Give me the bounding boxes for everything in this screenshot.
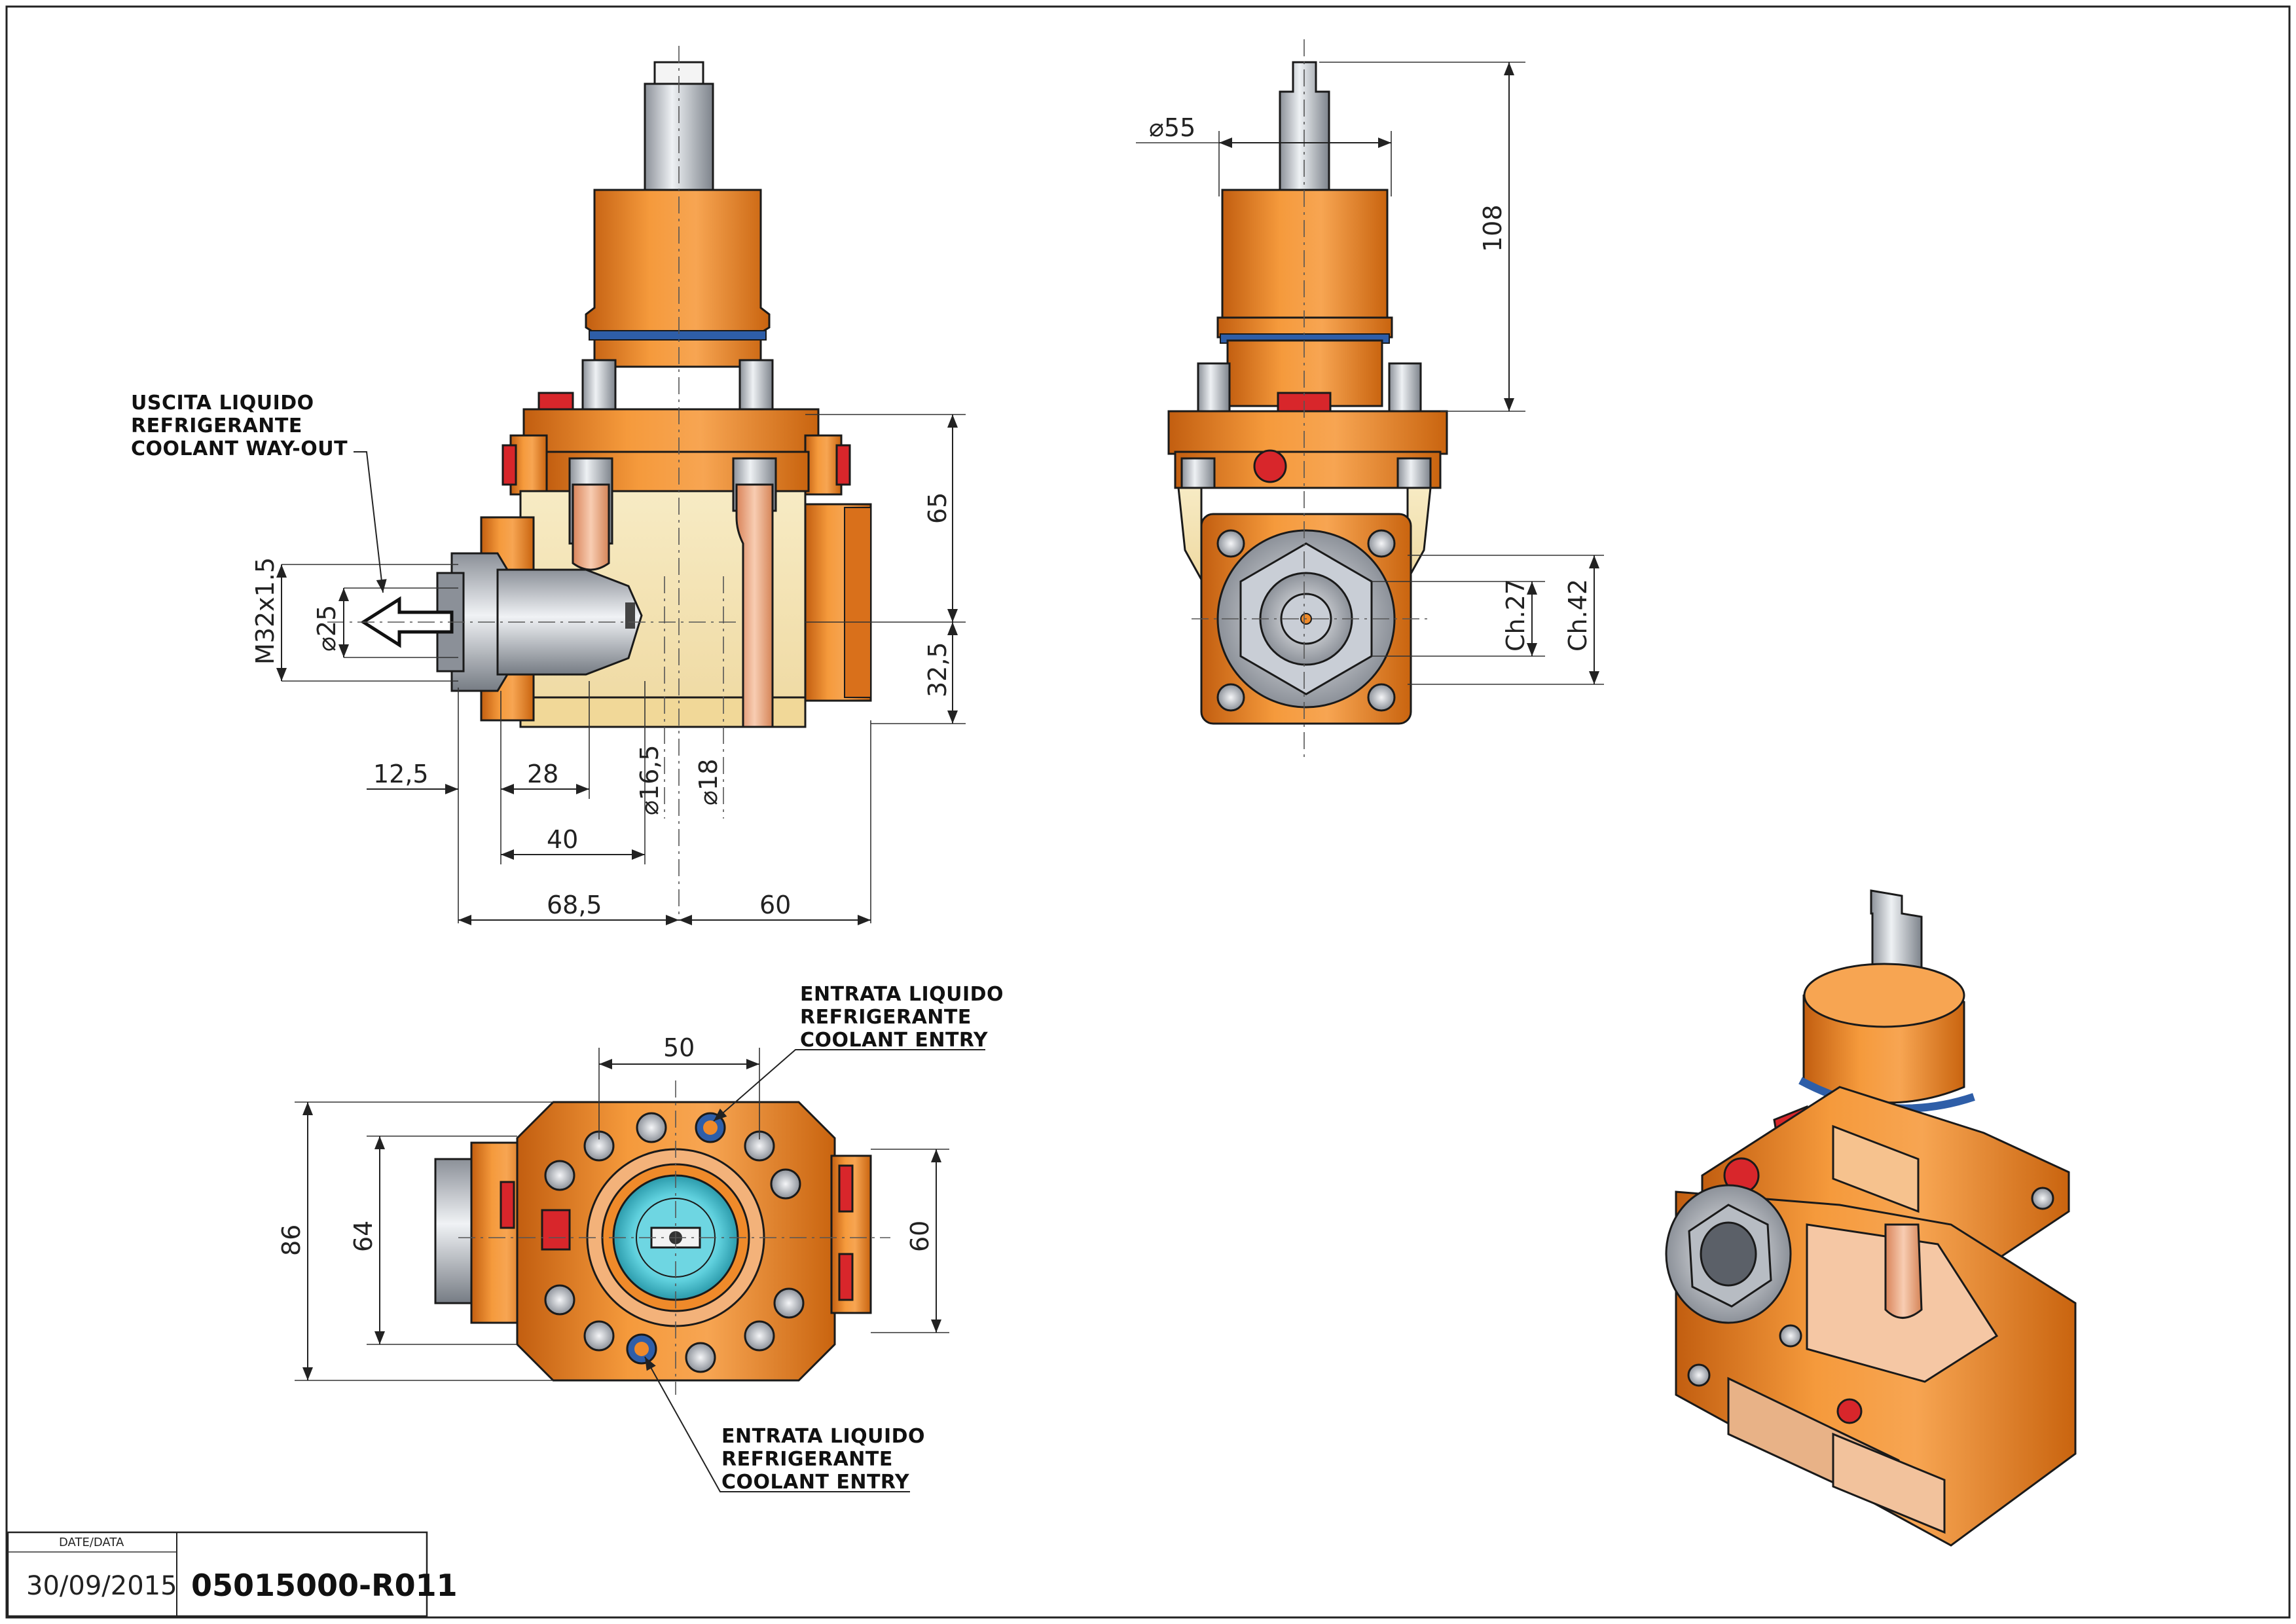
dim-60-top: 60: [905, 1221, 934, 1252]
front-red-plug: [1253, 449, 1287, 483]
isometric-view: [1665, 889, 2077, 1547]
dim-65: 65: [923, 492, 952, 524]
top-red-plug-right-b: [838, 1253, 854, 1301]
top-view: [434, 1080, 890, 1395]
dim-50: 50: [663, 1033, 695, 1062]
top-red-block: [541, 1209, 571, 1251]
iso-screw-c: [2031, 1187, 2054, 1210]
title-code: 05015000-R011: [191, 1568, 458, 1603]
front-view: [1167, 39, 1448, 760]
dim-108: 108: [1478, 204, 1507, 252]
flange: [522, 408, 820, 456]
dim-32-5: 32,5: [923, 642, 952, 697]
red-plug-top: [538, 392, 574, 411]
iso-bottom-tab: [1832, 1432, 1946, 1534]
front-side-left: [1177, 487, 1203, 583]
dim-thread-label: M32x1.5: [251, 557, 280, 665]
seal-ring: [589, 330, 767, 341]
channel-left: [572, 483, 610, 571]
front-bolt-right: [1396, 457, 1432, 489]
dim-60-side: 60: [759, 891, 791, 919]
front-stud-left: [1197, 362, 1231, 414]
front-upper-housing: [1221, 189, 1389, 339]
dim-dia-25: ⌀25: [312, 605, 341, 652]
red-plug-left: [501, 444, 517, 486]
front-dimensions: ⌀55 108 Ch.27 Ch.42: [1136, 62, 1604, 685]
iso-flange-pocket: [1832, 1124, 1920, 1213]
note-coolant-entry-top: ENTRATA LIQUIDO REFRIGERANTE COOLANT ENT…: [800, 983, 1011, 1052]
channel-right: [735, 483, 774, 728]
iso-screw-b: [1779, 1324, 1802, 1348]
red-plug-right: [835, 444, 851, 486]
title-date: 30/09/2015: [26, 1571, 177, 1601]
collet-key: [625, 602, 635, 629]
note-coolant-entry-bottom: ENTRATA LIQUIDO REFRIGERANTE COOLANT ENT…: [721, 1425, 932, 1494]
title-date-label: DATE/DATA: [59, 1536, 124, 1549]
side-dimensions: M32x1.5 ⌀25 65 32,5 12,5 28 40 68,5 60 ⌀…: [251, 414, 966, 925]
dim-ch-27: Ch.27: [1501, 579, 1530, 652]
note-coolant-out: USCITA LIQUIDO REFRIGERANTE COOLANT WAY-…: [131, 392, 348, 460]
front-bolt-left: [1180, 457, 1216, 489]
coolant-port-bottom-hole: [634, 1342, 649, 1356]
dim-ch-42: Ch.42: [1563, 579, 1592, 652]
top-bolts: [544, 1112, 805, 1373]
iso-channel: [1884, 1223, 1923, 1319]
stud-right: [738, 359, 774, 411]
front-stud-right: [1388, 362, 1422, 414]
dim-12-5: 12,5: [373, 760, 429, 788]
iso-bottom-red-plug: [1836, 1398, 1863, 1424]
dim-68-5: 68,5: [547, 891, 602, 919]
right-boss-edge: [844, 507, 871, 698]
dim-dia-55: ⌀55: [1149, 113, 1195, 142]
dim-86: 86: [277, 1225, 306, 1256]
front-flange-lower: [1174, 451, 1442, 489]
top-dimensions: 50 86 64 60: [277, 1033, 985, 1492]
dim-dia-16-5: ⌀16,5: [635, 745, 664, 816]
dim-28: 28: [527, 760, 558, 788]
dim-64: 64: [349, 1221, 378, 1252]
iso-cylinder-top: [1803, 963, 1965, 1028]
dim-dia-18: ⌀18: [694, 759, 723, 805]
front-corner-screws: [1216, 529, 1396, 712]
side-view: [327, 46, 872, 917]
top-red-plug-right-a: [838, 1164, 854, 1213]
front-flange: [1167, 410, 1448, 455]
sheet-border: [5, 5, 2291, 1619]
title-block: DATE/DATA 30/09/2015 05015000-R011: [7, 1531, 458, 1617]
dim-40: 40: [547, 825, 578, 854]
stud-left: [581, 359, 617, 411]
top-red-plug-left: [500, 1181, 515, 1229]
iso-screw-a: [1687, 1363, 1711, 1387]
iso-collet-bore: [1700, 1221, 1757, 1287]
coolant-port-top-hole: [703, 1120, 718, 1135]
